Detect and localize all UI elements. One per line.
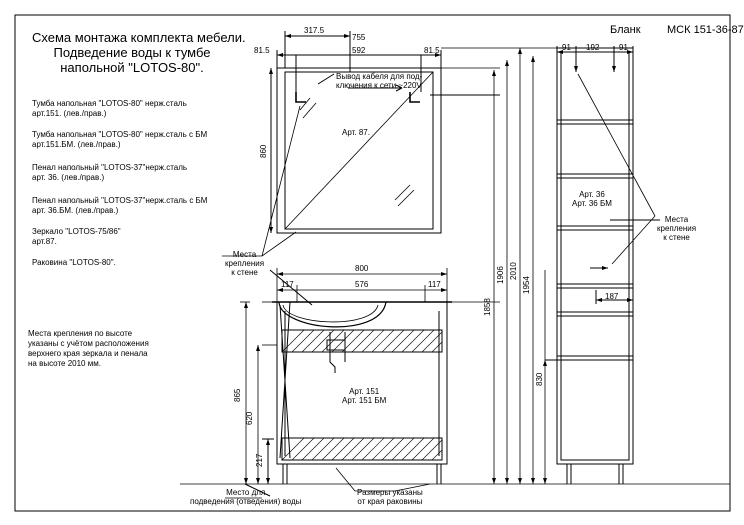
dim-317-5: 317.5	[304, 26, 325, 35]
art-line: Арт. 36 БМ	[572, 199, 612, 208]
item-sink: Раковина "LOTOS-80".	[32, 258, 116, 268]
dims-note-line: от края раковины	[357, 497, 423, 506]
mount-line: Места	[664, 215, 689, 224]
art-line: Арт. 151	[349, 387, 380, 396]
dim-91-left: 91	[562, 43, 571, 52]
note-line: Места крепления по высоте	[28, 329, 133, 338]
dim-217: 217	[255, 453, 264, 467]
dim-592: 592	[352, 46, 366, 55]
mount-line: к стене	[231, 268, 258, 277]
dim-576: 576	[355, 280, 369, 289]
title-line-1: Схема монтажа комплекта мебели.	[32, 30, 246, 45]
title-line-3: напольной "LOTOS-80".	[60, 60, 204, 75]
dim-620: 620	[245, 411, 254, 425]
note-line: указаны с учётом расположения	[28, 339, 149, 348]
dim-800: 800	[355, 264, 369, 273]
dim-2010: 2010	[509, 262, 518, 280]
dim-81-5-right: 81.5	[424, 46, 440, 55]
dim-arrows	[244, 34, 633, 484]
item-pencil: Пенал напольный "LOTOS-37"нерж.сталь арт…	[32, 163, 187, 183]
dims-note-label: Размеры указаны от края раковины	[357, 488, 423, 506]
dim-1954: 1954	[522, 276, 531, 294]
dim-1906: 1906	[496, 266, 505, 284]
item-line: Пенал напольный "LOTOS-37"нерж.сталь	[32, 163, 188, 172]
dim-117-left: 117	[281, 280, 294, 289]
cabinet-art-label: Арт. 151 Арт. 151 БМ	[342, 387, 386, 405]
item-line: арт.87.	[32, 237, 57, 246]
dim-865: 865	[233, 388, 242, 402]
mount-height-note: Места крепления по высоте указаны с учёт…	[28, 329, 149, 369]
item-line: арт. 36. (лев./прав.)	[32, 173, 105, 182]
dim-187: 187	[605, 292, 619, 301]
art-line: Арт. 36	[579, 190, 605, 199]
dim-1858: 1858	[483, 298, 492, 316]
item-line: арт.151.БМ. (лев./прав.)	[32, 140, 121, 149]
drawing-code: МСК 151-36-87	[667, 24, 744, 36]
mirror-art-label: Арт. 87.	[342, 128, 370, 137]
item-cabinet-bm: Тумба напольная "LOTOS-80" нерж.сталь с …	[32, 130, 207, 150]
water-line: подведения (отведения) воды	[190, 497, 302, 506]
art-line: Арт. 151 БМ	[342, 396, 387, 405]
item-line: Тумба напольная "LOTOS-80" нерж.сталь	[32, 99, 187, 108]
item-line: Раковина "LOTOS-80".	[32, 258, 116, 267]
mount-line: к стене	[663, 233, 690, 242]
leader-lines	[222, 73, 656, 499]
title-line-2: Подведение воды к тумбе	[53, 45, 211, 60]
item-line: Тумба напольная "LOTOS-80" нерж.сталь с …	[32, 130, 208, 139]
drawing-frame	[14, 14, 731, 512]
cabinet-hatching	[281, 329, 443, 461]
pencil-view	[545, 46, 660, 484]
dim-192: 192	[586, 43, 600, 52]
dim-860: 860	[259, 144, 268, 158]
dims-note-line: Размеры указаны	[357, 488, 423, 497]
water-point-label: Место для подведения (отведения) воды	[190, 488, 301, 506]
mount-line: крепления	[657, 224, 697, 233]
dim-755: 755	[352, 33, 366, 42]
pencil-art-label: Арт. 36 Арт. 36 БМ	[572, 190, 612, 208]
cable-line: ключения к сети ~220V	[336, 81, 422, 90]
drawing-title: Схема монтажа комплекта мебели. Подведен…	[32, 30, 246, 75]
cable-outlet-label: Вывод кабеля для под- ключения к сети ~2…	[336, 72, 422, 90]
cabinet-dim-lines	[240, 47, 560, 484]
mounts-label-left: Места крепления к стене	[225, 250, 264, 277]
item-line: Зеркало "LOTOS-75/86"	[32, 227, 121, 236]
item-pencil-bm: Пенал напольный "LOTOS-37"нерж.сталь с Б…	[32, 196, 207, 216]
mounts-label-right: Места крепления к стене	[657, 215, 696, 242]
item-line: Пенал напольный "LOTOS-37"нерж.сталь с Б…	[32, 196, 208, 205]
item-mirror: Зеркало "LOTOS-75/86" арт.87.	[32, 227, 121, 247]
blank-label: Бланк	[610, 24, 641, 36]
note-line: на высоте 2010 мм.	[28, 359, 101, 368]
item-line: арт.151. (лев./прав.)	[32, 109, 107, 118]
dim-91-right: 91	[619, 43, 628, 52]
item-line: арт. 36.БМ. (лев./прав.)	[32, 206, 119, 215]
mount-line: крепления	[225, 259, 265, 268]
note-line: верхнего края зеркала и пенала	[28, 349, 148, 358]
mount-line: Места	[232, 250, 257, 259]
dim-81-5-left: 81.5	[254, 46, 270, 55]
cable-line: Вывод кабеля для под-	[336, 72, 423, 81]
dim-117-right: 117	[428, 280, 441, 289]
mirror-view	[270, 31, 500, 234]
water-line: Место для	[226, 488, 266, 497]
dim-830: 830	[535, 372, 544, 386]
item-cabinet: Тумба напольная "LOTOS-80" нерж.сталь ар…	[32, 99, 187, 119]
